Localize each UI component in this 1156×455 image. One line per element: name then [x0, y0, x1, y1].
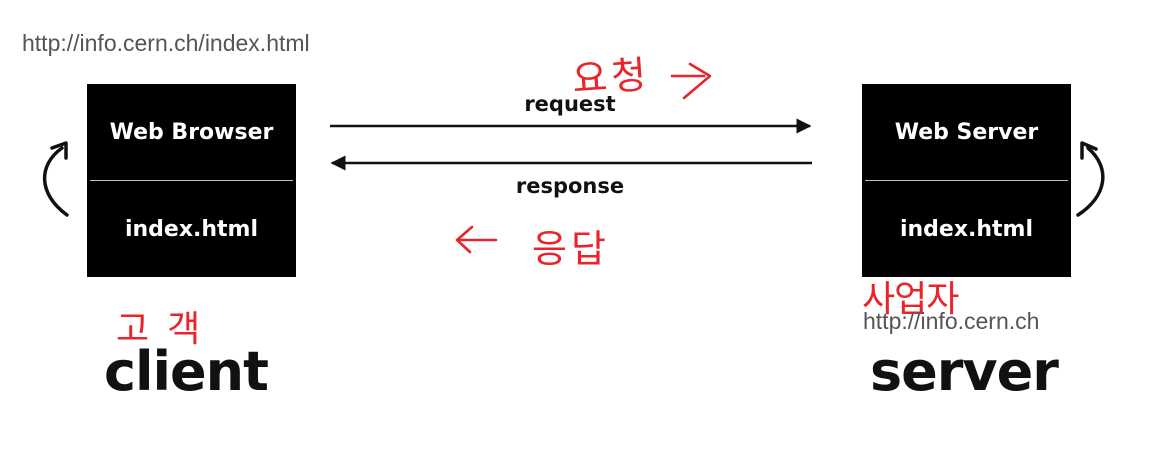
request-label: request: [524, 92, 616, 116]
response-label: response: [515, 174, 625, 198]
response-annotation: 응답: [532, 227, 610, 271]
server-file-label: index.html: [899, 216, 1034, 242]
box-divider: [865, 180, 1068, 181]
web-server-label: Web Server: [894, 119, 1039, 145]
client-annotation: 고객: [116, 309, 219, 350]
response-handwritten-arrow-icon: [455, 225, 498, 254]
web-browser-box: Web Browser index.html: [87, 84, 296, 277]
server-annotation: 사업자: [862, 279, 959, 320]
client-file-label: index.html: [124, 216, 259, 242]
client-loop-arrow-icon: [42, 141, 69, 217]
request-annotation: 요청: [570, 52, 652, 102]
client-label: client: [104, 340, 269, 403]
box-divider: [90, 180, 293, 181]
web-browser-label: Web Browser: [109, 119, 274, 145]
web-server-box: Web Server index.html: [862, 84, 1071, 277]
server-label: server: [870, 340, 1059, 403]
server-url: http://info.cern.ch: [863, 308, 1040, 334]
request-handwritten-arrow-icon: [670, 62, 712, 100]
client-url: http://info.cern.ch/index.html: [22, 30, 310, 56]
server-loop-arrow-icon: [1076, 141, 1105, 217]
